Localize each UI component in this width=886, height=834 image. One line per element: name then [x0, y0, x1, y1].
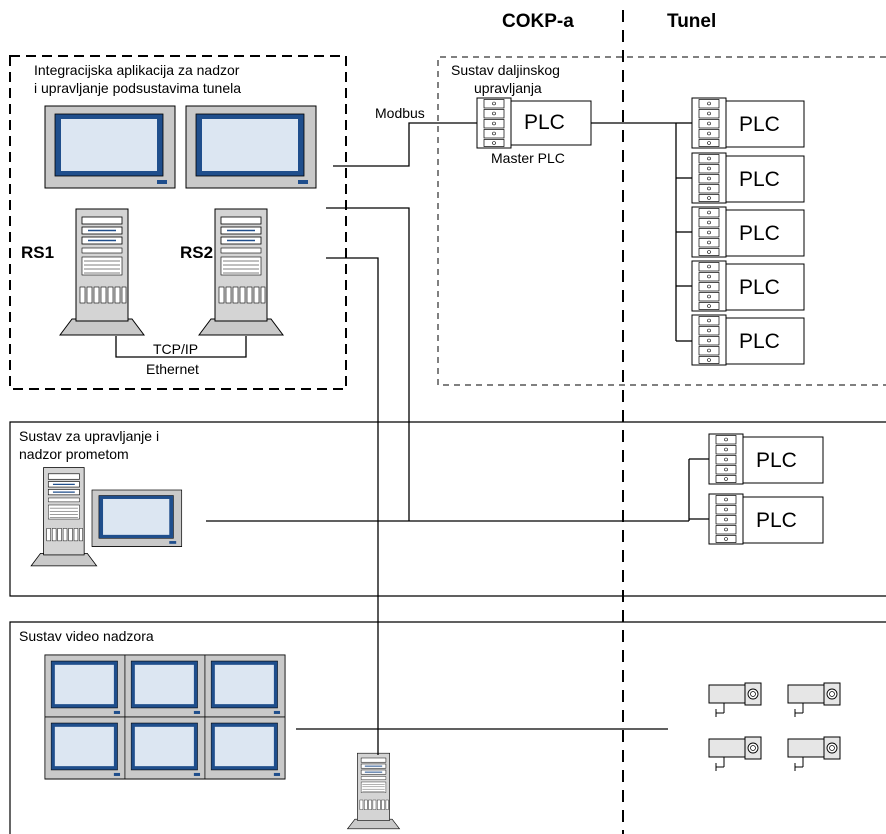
tunnel-plc-label: PLC	[739, 330, 780, 353]
traffic-plc-2: PLC	[708, 493, 824, 545]
traffic-server	[30, 466, 98, 567]
connection-lines	[206, 122, 709, 755]
tcp-ip-link	[115, 336, 247, 358]
traffic-plc-1: PLC	[708, 433, 824, 485]
header-tunel: Tunel	[667, 11, 716, 32]
cctv-camera-1	[708, 682, 762, 718]
video-wall	[44, 654, 286, 780]
master-plc-label: PLC	[524, 111, 565, 134]
workstation-monitor-1	[44, 105, 176, 189]
header-cokp: COKP-a	[502, 11, 574, 32]
modbus-link	[333, 122, 477, 167]
cctv-camera-3	[708, 736, 762, 772]
traffic-title-line1: Sustav za upravljanje i	[19, 428, 159, 444]
traffic-workstation	[30, 466, 183, 567]
video-frame	[9, 621, 886, 834]
traffic-plc-label: PLC	[756, 509, 797, 532]
traffic-title-line2: nadzor prometom	[19, 446, 129, 462]
video-monitor	[124, 716, 206, 780]
video-monitor	[204, 716, 286, 780]
remote-control-frame	[437, 56, 886, 386]
video-monitor	[44, 654, 126, 718]
tunnel-plc-5: PLC	[691, 314, 805, 366]
video-monitor	[44, 716, 126, 780]
tunnel-plc-label: PLC	[739, 222, 780, 245]
video-title: Sustav video nadzora	[19, 628, 154, 644]
master-plc: PLC	[476, 97, 592, 149]
network-label-line1: TCP/IP	[153, 341, 198, 357]
tunnel-plc-label: PLC	[739, 276, 780, 299]
integration-title-line1: Integracijska aplikacija za nadzor	[34, 62, 240, 78]
video-server	[346, 752, 401, 830]
traffic-frame	[9, 421, 886, 597]
integration-traffic-link	[326, 207, 410, 521]
tunnel-plc-label: PLC	[739, 168, 780, 191]
remote-control-title-line1: Sustav daljinskog	[451, 62, 560, 78]
video-monitor	[204, 654, 286, 718]
integration-frame	[9, 55, 347, 390]
integration-title-line2: i upravljanje podsustavima tunela	[34, 80, 241, 96]
server-rs1	[59, 208, 145, 336]
traffic-monitor	[91, 489, 183, 547]
network-label-line2: Ethernet	[146, 361, 199, 377]
cctv-camera-2	[787, 682, 841, 718]
rs1-label: RS1	[21, 243, 54, 262]
tunnel-plc-2: PLC	[691, 152, 805, 204]
video-monitor	[124, 654, 206, 718]
rs2-label: RS2	[180, 243, 213, 262]
modbus-label: Modbus	[375, 105, 425, 121]
workstation-monitor-2	[185, 105, 317, 189]
tunnel-plc-label: PLC	[739, 113, 780, 136]
tunnel-plc-4: PLC	[691, 260, 805, 312]
master-plc-caption: Master PLC	[491, 150, 565, 166]
cctv-camera-4	[787, 736, 841, 772]
integration-video-link	[326, 257, 379, 755]
traffic-plc-label: PLC	[756, 449, 797, 472]
tunnel-plc-1: PLC	[691, 97, 805, 149]
server-rs2	[198, 208, 284, 336]
tunnel-plc-3: PLC	[691, 206, 805, 258]
remote-control-title-line2: upravljanja	[474, 80, 542, 96]
